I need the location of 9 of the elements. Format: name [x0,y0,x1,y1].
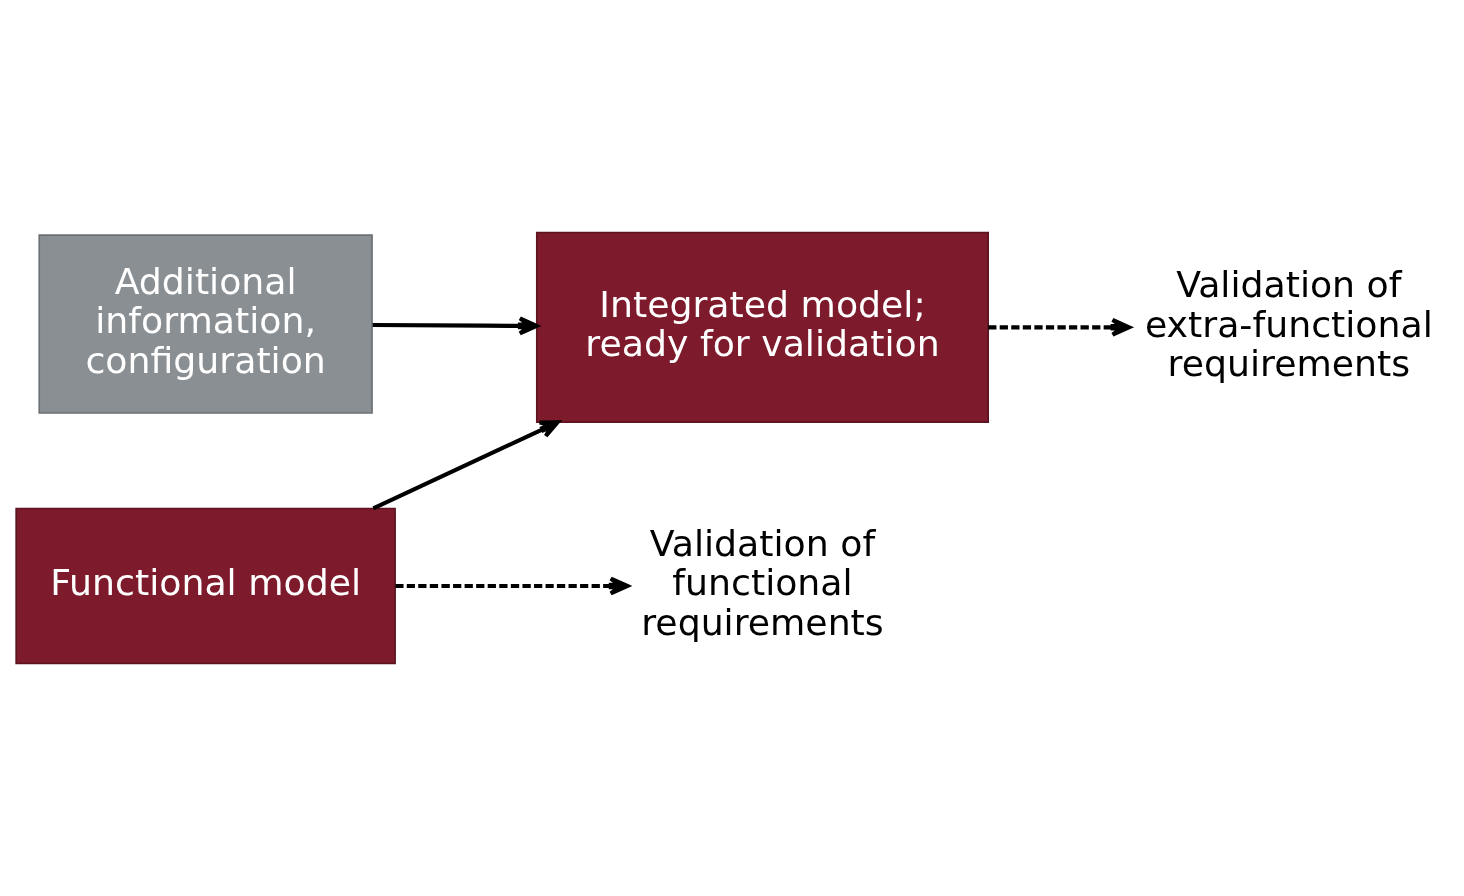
arrow [372,420,560,511]
arrow [372,316,539,336]
node-box: Additional information, configuration [38,234,373,414]
node-text: Validation of functional requirements [641,521,884,644]
arrow [395,576,630,596]
node-box: Functional model [15,507,396,665]
node-text: Validation of extra-functional requirements [1144,263,1433,386]
node-box: Integrated model; ready for validation [535,231,989,423]
arrow [988,317,1132,337]
